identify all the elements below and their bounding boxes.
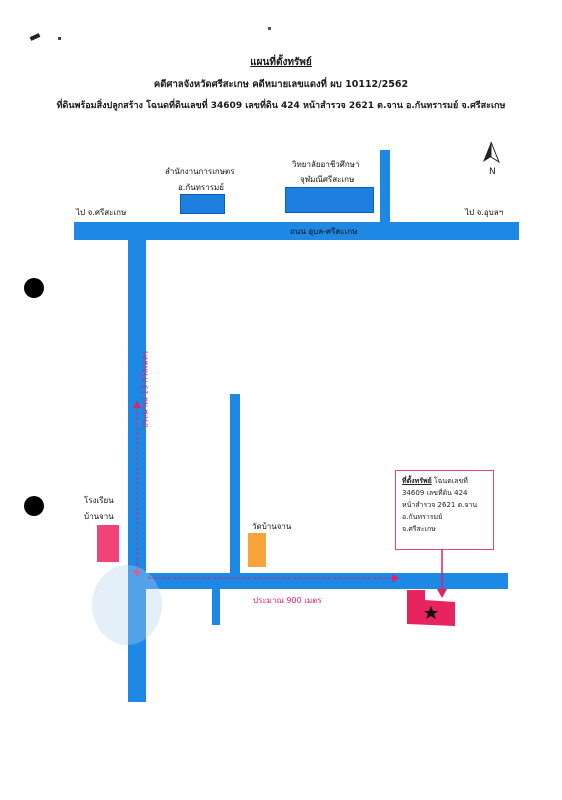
temple-road (230, 394, 240, 576)
small-branch-road (212, 589, 220, 625)
agri-office-building (180, 194, 225, 214)
vertical-road (128, 240, 146, 702)
temple-building (248, 533, 266, 567)
scan-mark (29, 33, 41, 41)
north-arrow-icon: N (483, 141, 501, 176)
callout-pointer-arrow (437, 549, 447, 598)
case-number: คดีศาลจังหวัดศรีสะเกษ คดีหมายเลขแดงที่ ผ… (153, 79, 409, 90)
property-plot (407, 590, 455, 626)
punch-hole (24, 496, 44, 516)
temple-label: วัดบ้านจาน (252, 522, 292, 531)
callout-heading: ที่ตั้งทรัพย์ (402, 477, 432, 485)
school-label-1: โรงเรียน (84, 496, 114, 505)
scan-mark (268, 27, 271, 30)
property-callout: ที่ตั้งทรัพย์ โฉนดเลขที่ 34609 เลขที่ดิน… (395, 470, 494, 550)
punch-hole (24, 278, 44, 298)
north-label: N (489, 167, 496, 176)
distance-horizontal-label: ประมาณ 900 เมตร (253, 596, 322, 605)
callout-line-2: 34609 เลขที่ดิน 424 (402, 489, 468, 497)
agri-office-label: สำนักงานการเกษตร (165, 167, 235, 176)
college-building (285, 187, 374, 213)
school-building (97, 525, 119, 562)
map-title: แผนที่ตั้งทรัพย์ (250, 57, 312, 68)
direction-right: ไป จ.อุบลฯ (465, 208, 504, 217)
distance-horizontal-arrow (148, 574, 399, 582)
college-label-1: วิทยาลัยอาชีวศึกษา (292, 160, 360, 169)
distance-vertical-arrow (133, 401, 141, 577)
property-star-icon (424, 606, 438, 619)
callout-deed-label: โฉนดเลขที่ (431, 477, 468, 485)
property-description: ที่ดินพร้อมสิ่งปลูกสร้าง โฉนดที่ดินเลขที… (56, 101, 506, 111)
callout-line-4: อ.กันทรารมย์ (402, 513, 443, 521)
scan-mark (58, 37, 61, 40)
agri-office-district: อ.กันทรารมย์ (178, 183, 224, 192)
callout-line-1: ที่ตั้งทรัพย์ โฉนดเลขที่ (402, 475, 487, 487)
callout-line-5: จ.ศรีสะเกษ (402, 525, 436, 533)
callout-line-3: หน้าสำรวจ 2621 ต.จาน (402, 501, 478, 509)
school-label-2: บ้านจาน (84, 512, 114, 521)
main-road-label: ถนน อุบล-ศรีสะเกษ (290, 227, 358, 236)
main-road (74, 222, 519, 240)
direction-left: ไป จ.ศรีสะเกษ (76, 208, 127, 217)
college-label-2: จุฬมณีศรีสะเกษ (300, 175, 355, 184)
college-side-road (380, 150, 390, 224)
property-road (146, 573, 508, 589)
